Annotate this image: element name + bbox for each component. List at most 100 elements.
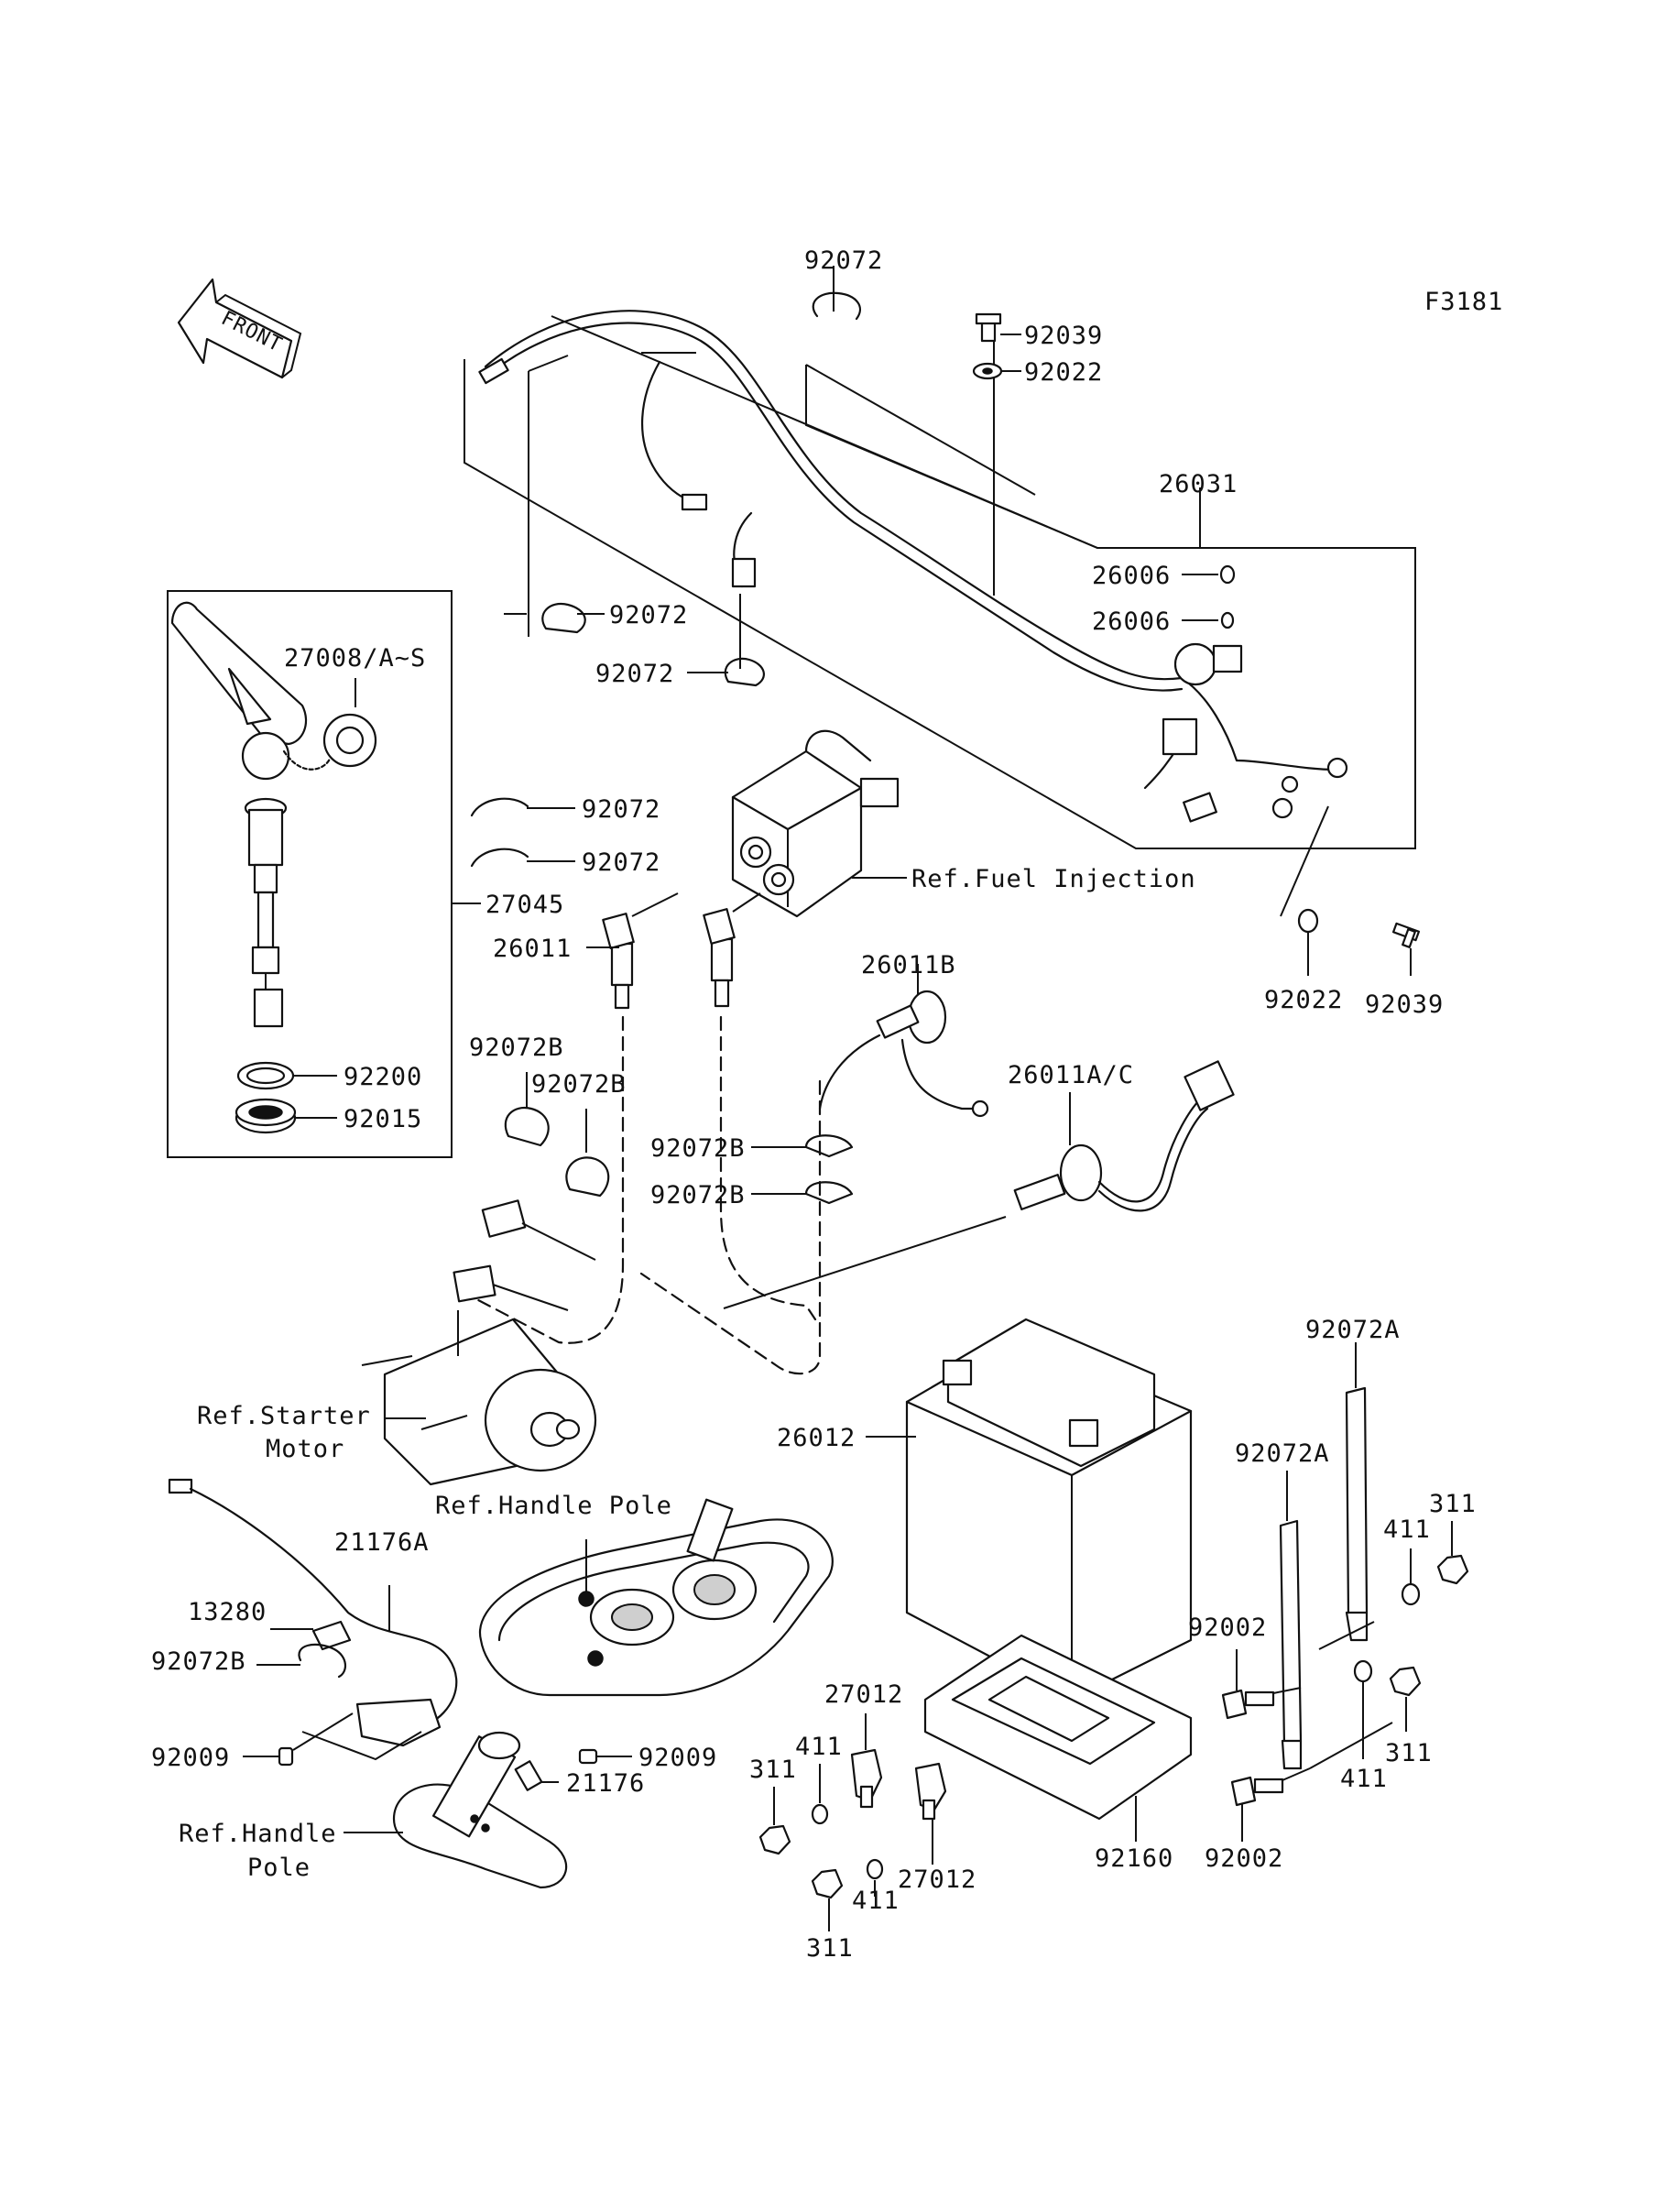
label-26006-b: 26006 [1092, 607, 1171, 636]
clamp-92072-top-icon [812, 291, 861, 321]
label-411-b: 411 [795, 1733, 843, 1761]
label-92072-a: 92072 [609, 601, 688, 629]
screw-92009-left-icon [243, 1712, 422, 1767]
label-92009-left: 92009 [151, 1744, 230, 1772]
clamp-92072B-d-icon [751, 1181, 854, 1205]
label-92039-right: 92039 [1365, 990, 1444, 1019]
clamp-92072-a-icon [541, 602, 605, 634]
label-92072A-b: 92072A [1235, 1439, 1330, 1468]
label-92072-b: 92072 [595, 660, 674, 688]
label-26011: 26011 [493, 935, 572, 963]
cable-26011B-icon [818, 964, 989, 1118]
label-92039-top: 92039 [1024, 322, 1103, 350]
washer-92022-top-icon [972, 362, 1003, 380]
label-27012-b: 27012 [898, 1865, 976, 1894]
label-26006-a: 26006 [1092, 562, 1171, 590]
ring-92200-icon [236, 1061, 337, 1090]
clamp-92072B-b-icon [565, 1109, 610, 1198]
fuel-injection-relay-icon [731, 729, 907, 918]
label-21176A: 21176A [334, 1528, 430, 1557]
handle-pole-top-icon [478, 1498, 834, 1697]
label-411-c: 411 [852, 1887, 900, 1915]
starter-motor-icon [361, 1199, 597, 1486]
label-92015: 92015 [344, 1105, 422, 1133]
nut-311-c-icon [811, 1868, 844, 1931]
clamp-92072B-c-icon [751, 1134, 854, 1158]
label-411-d: 411 [1340, 1765, 1388, 1793]
washer-411-d-icon [1353, 1659, 1373, 1759]
label-92072A-a: 92072A [1305, 1316, 1401, 1344]
label-92022-top: 92022 [1024, 358, 1103, 387]
label-92009-right: 92009 [638, 1744, 717, 1772]
label-26011B: 26011B [861, 951, 956, 979]
bracket-27012-b-icon [914, 1762, 947, 1865]
label-26012: 26012 [777, 1424, 856, 1452]
clamp-92072B-e-icon [256, 1643, 346, 1679]
washer-411-c-icon [866, 1858, 884, 1897]
cable-26011AC-icon [723, 1060, 1235, 1309]
label-26011AC: 26011A/C [1008, 1061, 1134, 1089]
label-27008: 27008/A~S [284, 644, 426, 673]
key-switch-group [167, 590, 453, 1158]
label-13280: 13280 [188, 1598, 267, 1626]
washer-411-b-icon [811, 1764, 829, 1825]
clamp-92072-d-icon [470, 848, 575, 868]
nut-311-a-icon [1436, 1521, 1469, 1585]
label-ref-starter-motor-2: Motor [266, 1435, 344, 1463]
label-311-d: 311 [1385, 1739, 1433, 1767]
washer-411-a-icon [1401, 1548, 1421, 1606]
label-92072-d: 92072 [582, 848, 660, 877]
label-27012-a: 27012 [824, 1680, 903, 1709]
label-27045: 27045 [485, 891, 564, 919]
harness-26031 [464, 310, 1416, 849]
label-92072B-b: 92072B [531, 1070, 627, 1099]
label-92072-top: 92072 [804, 246, 883, 275]
plate-13280-icon [270, 1620, 352, 1651]
nut-311-d-icon [1389, 1666, 1422, 1732]
bolt-92002-b-icon [1230, 1767, 1311, 1842]
label-92072-c: 92072 [582, 795, 660, 824]
handle-pole-bottom-icon [344, 1731, 568, 1889]
clamp-92072-b-icon [724, 657, 765, 687]
label-ref-fuel-injection: Ref.Fuel Injection [911, 865, 1196, 893]
nut-311-b-icon [758, 1787, 791, 1855]
label-311-c: 311 [806, 1934, 854, 1963]
diagram-code: F3181 [1424, 288, 1503, 316]
part-26006-a-icon [1219, 564, 1236, 585]
label-92200: 92200 [344, 1063, 422, 1091]
label-21176: 21176 [566, 1769, 645, 1798]
nut-92015-icon [235, 1098, 337, 1134]
label-92072B-d: 92072B [650, 1181, 746, 1209]
battery-tray-92160-icon [923, 1634, 1193, 1842]
strap-92072A-a-icon [1345, 1342, 1369, 1642]
label-ref-handle-pole-2: Pole [247, 1854, 311, 1882]
label-311-b: 311 [749, 1756, 797, 1784]
label-92002-b: 92002 [1205, 1844, 1283, 1873]
label-92002-a: 92002 [1188, 1614, 1267, 1642]
label-92022-right: 92022 [1264, 986, 1343, 1014]
washer-92022-right-icon [1297, 908, 1319, 934]
label-92072B-c: 92072B [650, 1134, 746, 1163]
label-92072B-e: 92072B [151, 1647, 246, 1676]
label-ref-handle-pole-1: Ref.Handle [179, 1820, 337, 1848]
bolt-92002-a-icon [1221, 1649, 1302, 1720]
strap-92072A-b-icon [1279, 1471, 1303, 1770]
clamp-92072B-a-icon [504, 1072, 550, 1147]
label-92072B-a: 92072B [469, 1034, 564, 1062]
cable-26011-icon [461, 892, 822, 1375]
front-arrow-icon: FRONT [177, 278, 302, 379]
label-ref-starter-motor-1: Ref.Starter [197, 1402, 371, 1430]
label-411-a: 411 [1383, 1515, 1431, 1544]
bolt-92039-top-icon [975, 312, 1002, 343]
label-311-a: 311 [1429, 1490, 1477, 1518]
label-26031: 26031 [1159, 470, 1238, 498]
bolt-92039-right-icon [1391, 922, 1421, 948]
battery-26012-icon [866, 1318, 1193, 1701]
clamp-92072-c-icon [470, 797, 575, 817]
bracket-27012-a-icon [850, 1713, 883, 1809]
part-26006-b-icon [1220, 611, 1235, 629]
label-92160: 92160 [1095, 1844, 1173, 1873]
screw-92009-right-icon [578, 1748, 632, 1765]
label-ref-handle-pole-top: Ref.Handle Pole [435, 1492, 672, 1520]
